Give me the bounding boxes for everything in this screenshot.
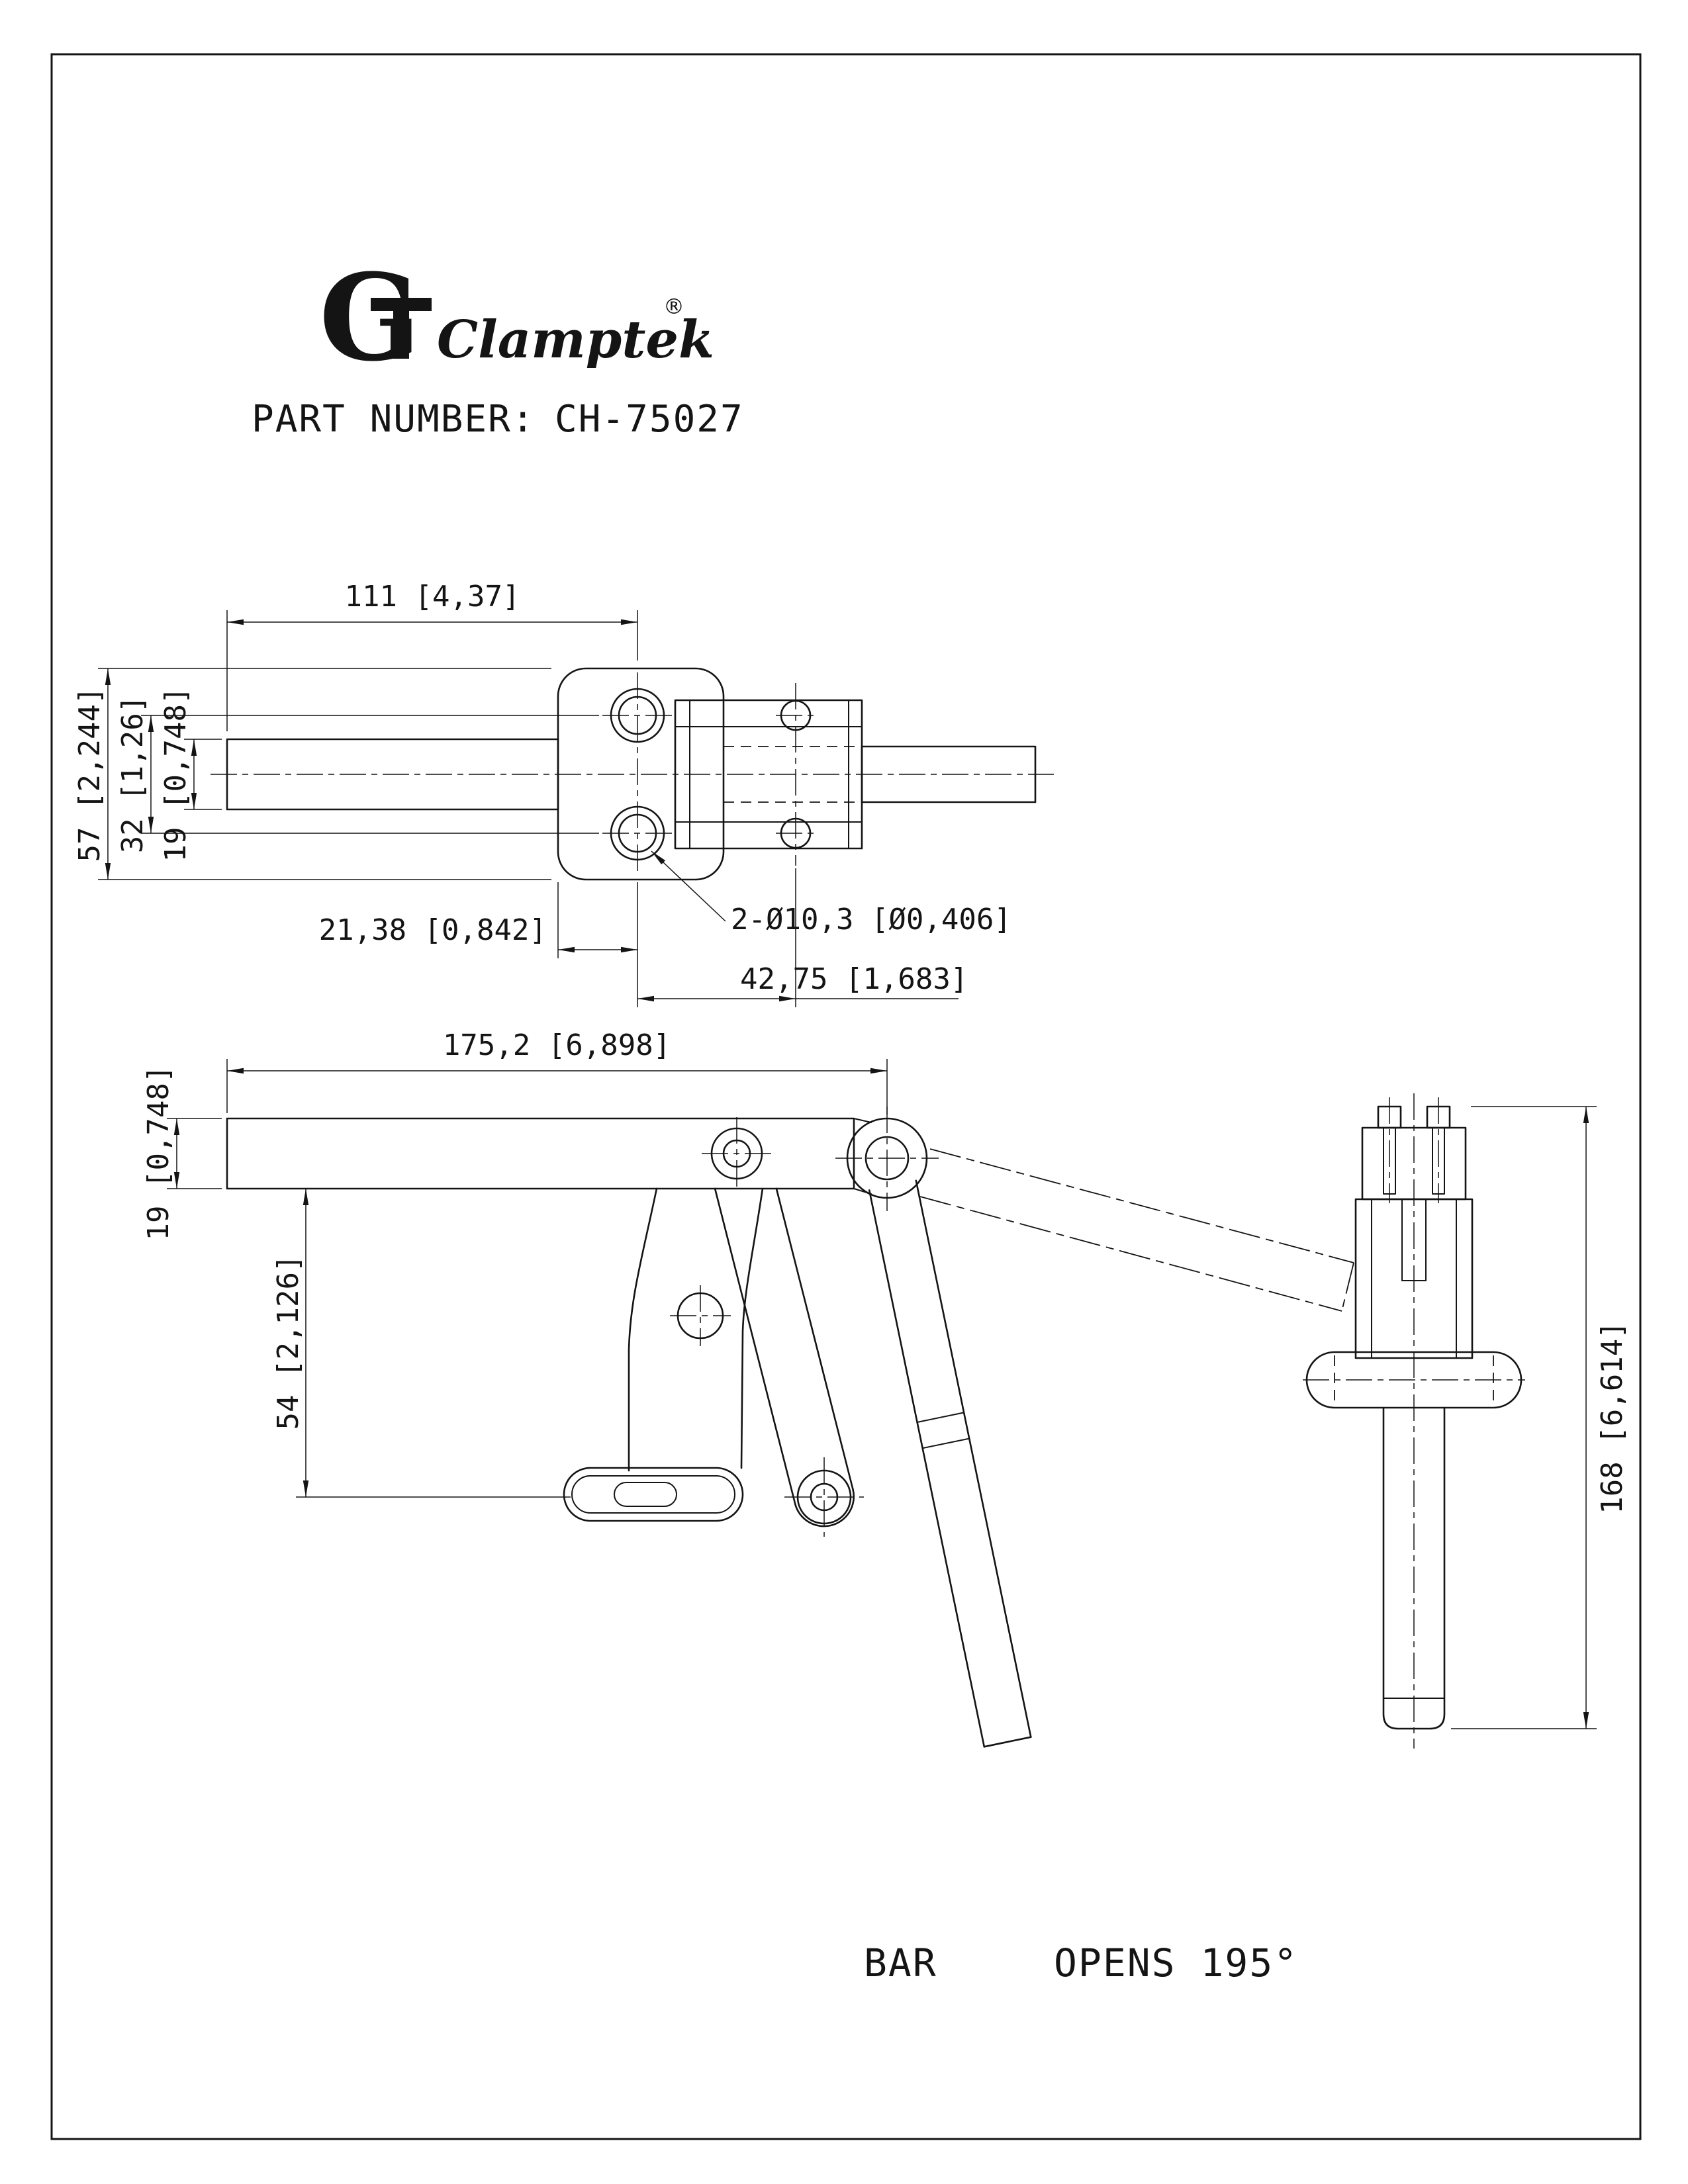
front-open-handle-phantom <box>919 1148 1354 1312</box>
dim-edge-to-hole: 21,38 [0,842] <box>319 882 638 1007</box>
dim-base-width: 57 [2,244] <box>73 668 551 880</box>
dim-overall-length: 175,2 [6,898] <box>226 1028 888 1115</box>
side-body-details <box>1371 1199 1457 1359</box>
front-handle-pivot-inner <box>865 1136 910 1181</box>
part-number-value: CH-75027 <box>555 398 744 441</box>
dim-text-57: 57 [2,244] <box>73 687 107 862</box>
footer-opening-label: OPENS 195° <box>1054 1940 1298 1985</box>
front-base-slot <box>614 1482 677 1507</box>
brand-logo: G Clamptek ® <box>319 248 714 388</box>
brand-name: Clamptek <box>437 310 714 370</box>
footer-labels: BAR OPENS 195° <box>864 1940 1298 1985</box>
dim-text-175-2: 175,2 [6,898] <box>443 1028 671 1062</box>
front-base-pad <box>563 1467 744 1522</box>
registered-trademark-icon: ® <box>663 294 684 319</box>
front-bar-outline <box>226 1117 855 1190</box>
dim-end-to-hole-center: 111 [4,37] <box>226 580 638 731</box>
front-link-head <box>853 1118 872 1195</box>
drawing-border <box>50 53 1642 2140</box>
top-hidden-lines <box>724 746 862 803</box>
dim-text-168: 168 [6,614] <box>1595 1321 1629 1514</box>
dim-text-32: 32 [1,26] <box>116 696 150 853</box>
front-diagonal-link <box>714 1187 855 1527</box>
front-centerlines <box>670 1107 939 1537</box>
part-number-block: PART NUMBER: CH-75027 <box>252 398 744 441</box>
front-view: 175,2 [6,898] 19 [0,748] 54 [2,126] <box>142 1028 1354 1748</box>
dim-overall-height: 168 [6,614] <box>1451 1106 1629 1729</box>
dim-bar-height: 19 [0,748] <box>142 1066 222 1241</box>
side-centerlines <box>1303 1093 1525 1749</box>
side-view: 168 [6,614] <box>1303 1093 1629 1749</box>
top-centerlines <box>211 672 1054 876</box>
part-number-label: PART NUMBER: <box>252 398 536 441</box>
dim-hole-spacing: 32 [1,26] <box>116 696 599 853</box>
dim-text-19-front: 19 [0,748] <box>142 1066 175 1241</box>
top-view: 111 [4,37] 57 [2,244] 32 [1,26] 19 [0,74… <box>73 580 1054 1007</box>
dim-text-21-38: 21,38 [0,842] <box>319 913 547 947</box>
dim-hole-to-pivot: 42,75 [1,683] <box>637 868 968 1007</box>
footer-type-label: BAR <box>864 1940 937 1985</box>
front-body <box>628 1187 764 1472</box>
dim-text-hole-callout: 2-Ø10,3 [Ø0,406] <box>731 903 1011 936</box>
dim-bar-width: 19 [0,748] <box>159 687 222 862</box>
front-handle <box>868 1179 1032 1748</box>
dim-text-54: 54 [2,126] <box>271 1255 305 1430</box>
dim-hole-callout: 2-Ø10,3 [Ø0,406] <box>651 850 1011 936</box>
dim-text-19-top: 19 [0,748] <box>159 687 193 862</box>
logo-t-stem-icon <box>393 298 409 359</box>
dim-bar-to-base: 54 [2,126] <box>271 1189 571 1498</box>
side-base-flange <box>1305 1351 1523 1409</box>
dim-text-42-75: 42,75 [1,683] <box>740 962 968 996</box>
dim-text-111: 111 [4,37] <box>345 580 520 614</box>
